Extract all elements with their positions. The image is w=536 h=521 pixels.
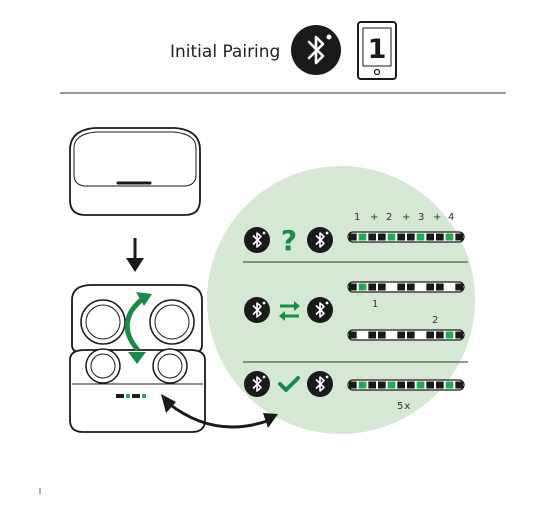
led-segment [368,381,376,389]
led-segment [436,331,444,339]
led-segment [426,331,434,339]
led-segment [416,381,425,389]
pattern1-label: 1 [372,299,380,310]
led-segment [349,331,357,339]
bluetooth-icon [244,297,270,323]
swap-arrows-icon [279,301,300,321]
led-segment [358,283,367,291]
rotate-arrow-icon [124,292,152,364]
led-segment [378,233,386,241]
led-bar-row2-pattern1 [347,281,465,293]
led-segment [358,381,367,389]
down-arrow-icon [126,238,144,272]
led-segment [455,331,463,339]
led-bar-outline [347,329,465,341]
seq-item: + [370,212,380,223]
curved-arrow-icon [161,394,278,429]
led-segment [368,233,376,241]
led-bar-row1 [347,231,465,243]
bluetooth-icon [307,227,333,253]
bluetooth-icon [291,25,341,75]
question-mark-icon: ? [281,224,297,257]
led-segment [445,283,454,291]
closed-case [69,127,201,216]
led-segment [416,331,425,339]
pattern2-label: 2 [432,315,440,326]
svg-text:?: ? [281,224,297,257]
led-segment [349,233,357,241]
led-segment [407,233,415,241]
seq-item: + [402,212,412,223]
led-segment [387,331,396,339]
led-segment [455,381,463,389]
seq-item: 3 [418,212,426,223]
phone-icon [357,21,397,80]
led-segment [397,381,405,389]
step-number: 1 [368,34,387,65]
bluetooth-icon [307,371,333,397]
led-segment [436,233,444,241]
led-segment [445,233,454,241]
led-segment [407,283,415,291]
led-bar-outline [347,281,465,293]
led-segment [358,331,367,339]
seq-item: + [433,212,443,223]
led-segment [387,233,396,241]
led-segment [368,283,376,291]
led-segment [455,283,463,291]
led-segment [358,233,367,241]
led-bar-row3 [347,379,465,391]
led-bar-outline [347,379,465,391]
led-segment [436,381,444,389]
bluetooth-icon [244,227,270,253]
led-segment [387,283,396,291]
status-panel [207,166,475,434]
bluetooth-icon [307,297,333,323]
led-segment [426,283,434,291]
led-segment [378,331,386,339]
bluetooth-icon [244,371,270,397]
led-segment [416,283,425,291]
led-segment [407,381,415,389]
led-segment [397,283,405,291]
led-segment [378,381,386,389]
led-bar-outline [347,231,465,243]
led-segment [349,381,357,389]
led-segment [407,331,415,339]
page-title: Initial Pairing [170,42,281,62]
led-segment [387,381,396,389]
check-icon [278,376,300,392]
led-segment [445,381,454,389]
led-segment [426,381,434,389]
led-segment [455,233,463,241]
led-segment [445,331,454,339]
led-segment [416,233,425,241]
open-case [69,284,206,433]
led-segment [426,233,434,241]
seq-item: 1 [354,212,362,223]
led-segment [397,331,405,339]
repeat-label: 5x [397,401,412,412]
led-segment [378,283,386,291]
led-segment [436,283,444,291]
led-bar-row2-pattern2 [347,329,465,341]
seq-item: 4 [448,212,456,223]
led-segment [397,233,405,241]
seq-item: 2 [386,212,394,223]
led-segment [349,283,357,291]
led-segment [368,331,376,339]
